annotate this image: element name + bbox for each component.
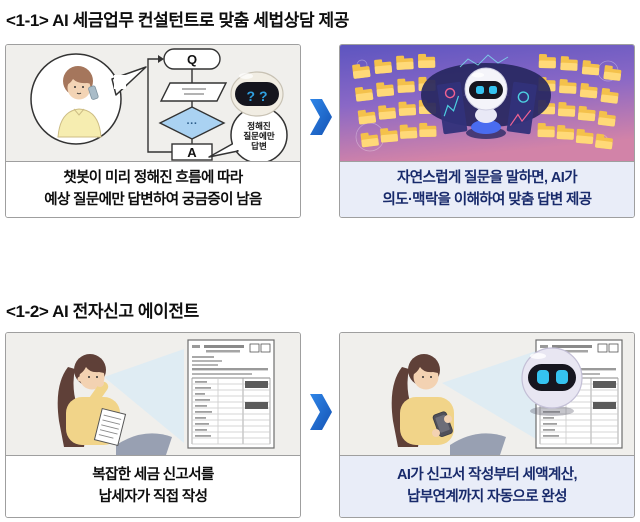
caption-line: 납부연계까지 자동으로 완성 <box>407 488 567 505</box>
ai-robot-icon <box>464 67 508 139</box>
chatbot-robot-icon <box>230 71 284 117</box>
flowchart-diagram <box>147 48 228 161</box>
section1-row: Q ··· A ? ? 정해진 질문에만 <box>5 44 635 218</box>
tax-form <box>187 339 275 449</box>
section2-title: <1-2> AI 전자신고 에이전트 <box>6 302 199 321</box>
section1-before-caption: 챗봇이 미리 정해진 흐름에 따라 예상 질문에만 답변하여 궁금증이 남음 <box>6 161 300 217</box>
phone-icon <box>88 85 99 100</box>
flowchart-a-label: A <box>187 145 197 160</box>
section2-after-illustration <box>340 333 634 455</box>
gaze-beam <box>442 351 536 439</box>
gaze-beam <box>104 349 184 443</box>
caption-line: 납세자가 직접 작성 <box>98 488 208 505</box>
caller-person-icon <box>30 53 147 145</box>
caption-line: 자연스럽게 질문을 말하면, AI가 <box>397 169 578 186</box>
bubble-text-line3: 답변 <box>251 141 267 151</box>
paper-notes-icon <box>93 407 127 447</box>
flowchart-q-label: Q <box>187 52 197 67</box>
bubble-text-line2: 질문에만 <box>243 131 274 141</box>
caption-line: 챗봇이 미리 정해진 흐름에 따라 <box>63 169 243 186</box>
flowchart-diamond-label: ··· <box>187 118 198 130</box>
section1-after-caption: 자연스럽게 질문을 말하면, AI가 의도·맥락을 이해하여 맞춤 답변 제공 <box>340 161 634 217</box>
arrow-right-icon-2 <box>301 392 339 432</box>
section2-row: 복잡한 세금 신고서를 납세자가 직접 작성 <box>5 332 635 518</box>
section1-after-panel: 자연스럽게 질문을 말하면, AI가 의도·맥락을 이해하여 맞춤 답변 제공 <box>339 44 635 218</box>
caption-line: AI가 신고서 작성부터 세액계산, <box>397 466 578 483</box>
section2-before-panel: 복잡한 세금 신고서를 납세자가 직접 작성 <box>5 332 301 518</box>
bubble-text-line1: 정해진 <box>247 121 271 131</box>
robot-question-eyes: ? ? <box>247 88 268 104</box>
section2-before-caption: 복잡한 세금 신고서를 납세자가 직접 작성 <box>6 455 300 517</box>
taxpayer-woman-icon <box>391 354 506 455</box>
arrow-right-icon-1 <box>301 97 339 137</box>
section1-title: <1-1> AI 세금업무 컨설턴트로 맞춤 세법상담 제공 <box>6 11 350 30</box>
caption-line: 예상 질문에만 답변하여 궁금증이 남음 <box>44 191 262 208</box>
section1-after-illustration <box>340 45 634 161</box>
section2-before-illustration <box>6 333 300 455</box>
section1-before-panel: Q ··· A ? ? 정해진 질문에만 <box>5 44 301 218</box>
caption-line: 복잡한 세금 신고서를 <box>92 466 214 483</box>
caption-line: 의도·맥락을 이해하여 맞춤 답변 제공 <box>382 191 592 208</box>
ai-robot-icon <box>521 347 583 416</box>
section2-after-caption: AI가 신고서 작성부터 세액계산, 납부연계까지 자동으로 완성 <box>340 455 634 517</box>
section2-after-panel: AI가 신고서 작성부터 세액계산, 납부연계까지 자동으로 완성 <box>339 332 635 518</box>
section1-before-illustration: Q ··· A ? ? 정해진 질문에만 <box>6 45 300 161</box>
taxpayer-woman-icon <box>57 354 172 455</box>
